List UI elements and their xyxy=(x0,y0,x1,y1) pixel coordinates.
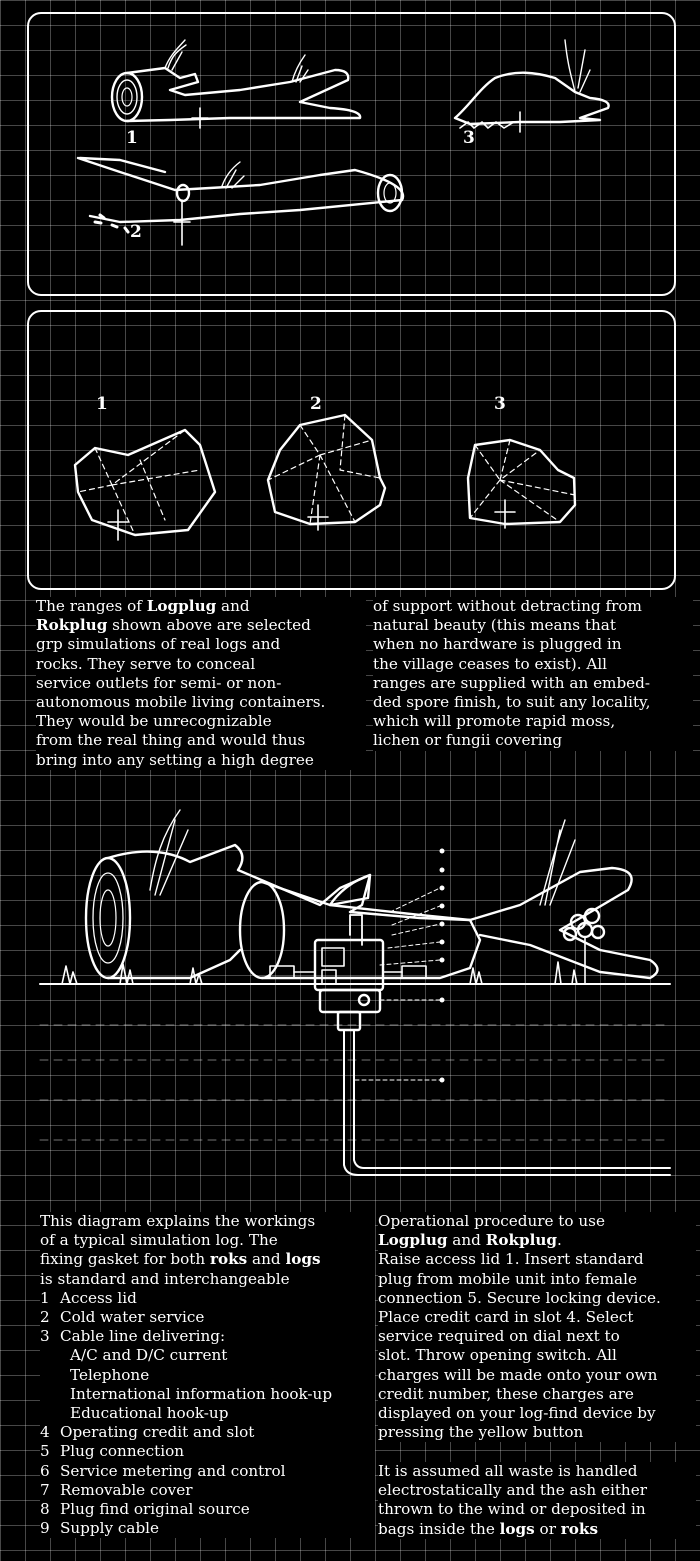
log-label-2: 2 xyxy=(130,222,142,242)
component-key: This diagram explains the workings of a … xyxy=(40,1212,375,1539)
log-label-1: 1 xyxy=(126,128,138,148)
log-2-illustration xyxy=(76,156,405,246)
rock-1-illustration xyxy=(73,428,217,541)
log-simulations-panel xyxy=(27,12,676,296)
log-label-3: 3 xyxy=(463,128,475,148)
caption-left: The ranges of Logplug and Rokplug shown … xyxy=(36,597,366,770)
cable-sub-item: Telephone xyxy=(70,1365,150,1384)
callout-dots xyxy=(439,848,445,1083)
caption-right: of support without detracting from natur… xyxy=(373,597,693,751)
cable-sub-item: Educational hook-up xyxy=(70,1404,229,1423)
operational-procedure: Operational procedure to use Logplug and… xyxy=(378,1212,696,1443)
waste-note: It is assumed all waste is handled elect… xyxy=(378,1462,696,1539)
rock-label-3: 3 xyxy=(494,394,506,414)
rock-3-illustration xyxy=(466,438,577,529)
rock-label-2: 2 xyxy=(310,394,322,414)
rock-simulations-panel xyxy=(27,310,676,590)
cable-sub-item: A/C and D/C current xyxy=(70,1346,228,1365)
rock-label-1: 1 xyxy=(96,394,108,414)
cable-sub-item: International information hook-up xyxy=(70,1384,333,1403)
rock-2-illustration xyxy=(266,413,387,531)
log-1-illustration xyxy=(110,39,362,129)
cutaway-log-diagram xyxy=(39,809,671,1176)
log-3-illustration xyxy=(453,39,610,133)
